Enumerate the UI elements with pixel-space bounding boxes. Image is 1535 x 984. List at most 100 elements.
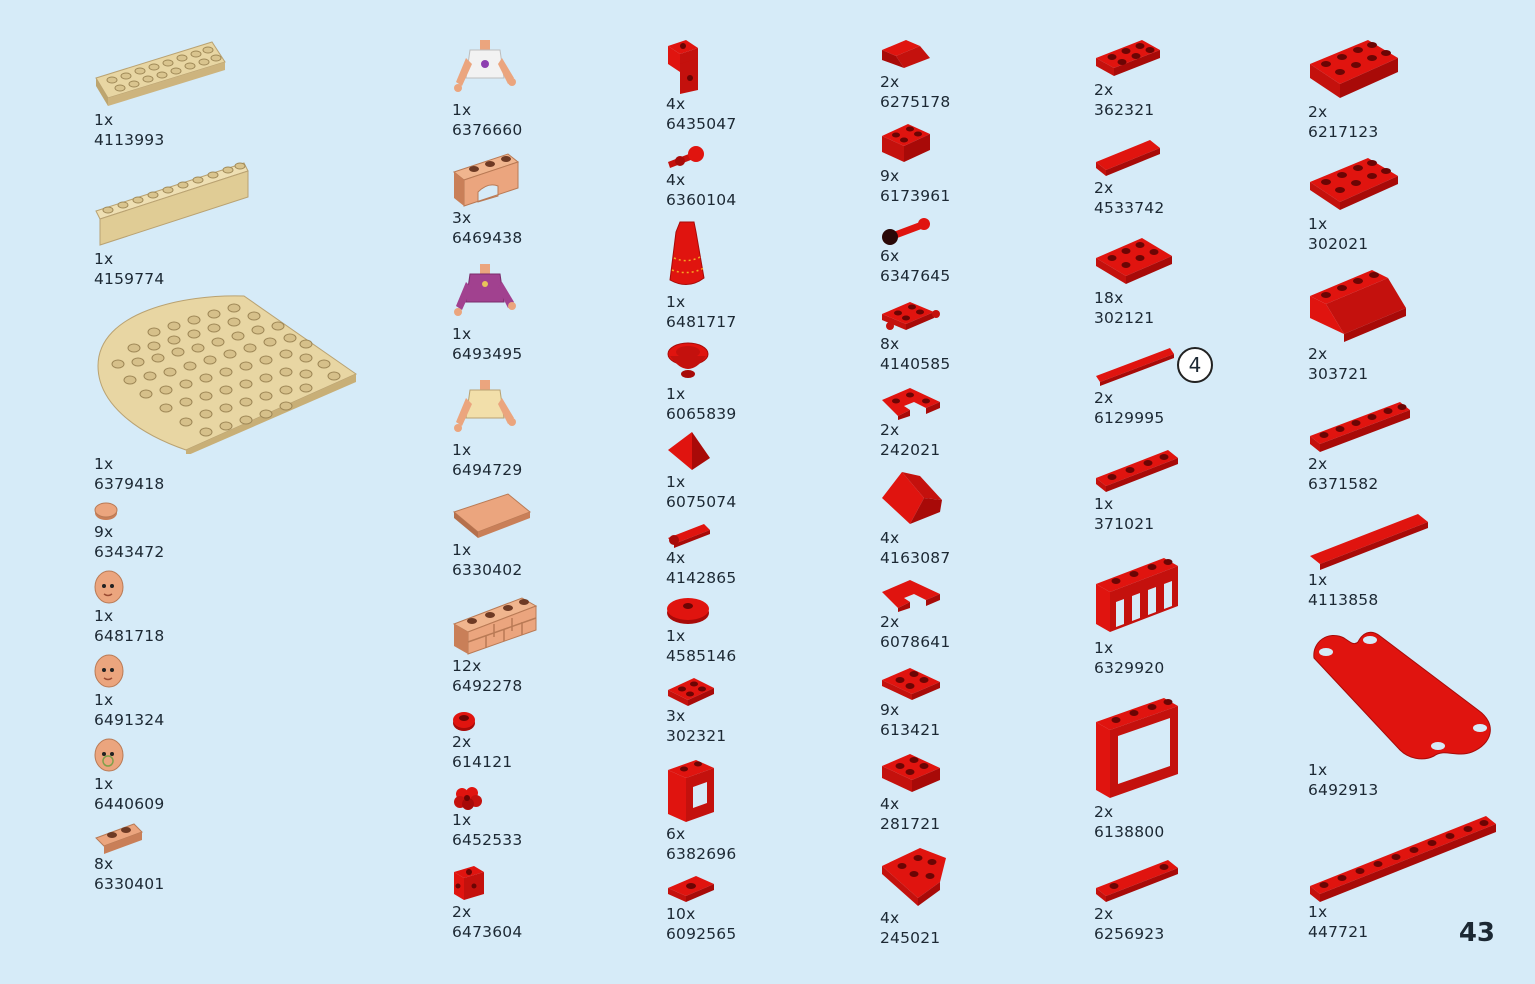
part-quantity: 3x <box>452 209 472 227</box>
part-item: 6x 6347645 <box>880 214 950 286</box>
red-studded-brick-icon <box>454 866 484 900</box>
part-quantity: 2x <box>1094 81 1114 99</box>
part-quantity: 1x <box>1308 215 1328 233</box>
red-window-1x4x3-icon <box>1096 698 1178 798</box>
part-quantity: 1x <box>1308 571 1328 589</box>
minidoll-torso-white-icon <box>454 40 516 92</box>
part-quantity: 2x <box>880 73 900 91</box>
part-quantity: 1x <box>666 385 686 403</box>
part-quantity: 2x <box>1094 389 1114 407</box>
red-plate-1x6-icon <box>1310 402 1410 452</box>
red-slope-icon <box>882 40 930 68</box>
part-number: 281721 <box>880 815 941 833</box>
part-quantity: 1x <box>1094 495 1114 513</box>
red-round-tile-icon <box>667 598 709 624</box>
red-round-plate-icon <box>453 712 475 731</box>
part-number: 6473604 <box>452 923 523 941</box>
part-item: 9x 6343472 <box>94 500 164 562</box>
part-number: 6492913 <box>1308 781 1379 799</box>
part-number: 6173961 <box>880 187 951 205</box>
part-quantity: 1x <box>666 627 686 645</box>
red-round-dish-icon <box>667 342 709 378</box>
part-number: 6343472 <box>94 543 165 561</box>
part-quantity: 1x <box>94 691 114 709</box>
red-corner-tile-icon <box>882 580 940 612</box>
part-quantity: 1x <box>1094 639 1114 657</box>
red-tile-1x8-icon <box>1310 514 1428 570</box>
part-number: 6092565 <box>666 925 737 943</box>
red-bar-pin-icon <box>668 146 704 168</box>
red-jumper-plate-icon <box>668 876 714 902</box>
nougat-plate-1x2-icon <box>95 823 143 854</box>
part-quantity: 2x <box>880 613 900 631</box>
part-number: 6435047 <box>666 115 737 133</box>
part-number: 362321 <box>1094 101 1155 119</box>
red-plate-2x4-icon <box>1310 158 1398 210</box>
red-plate-2x2-icon <box>882 124 930 162</box>
part-quantity: 3x <box>666 707 686 725</box>
part-quantity: 1x <box>94 455 114 473</box>
red-tile-1x4-icon <box>1096 140 1160 176</box>
part-quantity: 9x <box>94 523 114 541</box>
part-number: 302121 <box>1094 309 1155 327</box>
part-number: 6347645 <box>880 267 951 285</box>
part-number: 4140585 <box>880 355 951 373</box>
part-item: 3x 302321 <box>666 676 726 746</box>
part-quantity: 2x <box>452 903 472 921</box>
red-pyramid-icon <box>668 432 710 470</box>
part-quantity: 6x <box>666 825 686 843</box>
part-quantity: 1x <box>94 775 114 793</box>
minidoll-torso-purple-icon <box>454 264 516 316</box>
part-number: 6379418 <box>94 475 165 493</box>
part-quantity: 9x <box>880 701 900 719</box>
red-bracket-icon <box>668 40 698 94</box>
part-number: 6075074 <box>666 493 737 511</box>
part-number: 371021 <box>1094 515 1155 533</box>
part-item: 1x 6379418 <box>94 292 358 494</box>
part-quantity: 2x <box>1094 905 1114 923</box>
part-number: 6138800 <box>1094 823 1165 841</box>
minidoll-head-icon <box>94 654 124 688</box>
page-number: 43 <box>1458 918 1495 948</box>
part-quantity: 2x <box>1308 345 1328 363</box>
tan-brick-1x10-icon <box>95 162 249 246</box>
part-number: 242021 <box>880 441 941 459</box>
part-number: 6129995 <box>1094 409 1165 427</box>
red-plate-2x3-icon <box>1096 40 1160 76</box>
part-number: 4159774 <box>94 270 165 288</box>
red-skirt-icon <box>669 221 705 285</box>
part-number: 6481717 <box>666 313 737 331</box>
part-number: 6481718 <box>94 627 165 645</box>
red-plate-2x2-icon <box>882 668 940 700</box>
red-roof-slope-icon <box>882 472 942 524</box>
red-plate-2x2-icon <box>882 754 940 792</box>
part-quantity: 6x <box>880 247 900 265</box>
tan-plate-2x8-icon <box>95 41 226 106</box>
part-quantity: 1x <box>1308 903 1328 921</box>
part-number: 302321 <box>666 727 727 745</box>
part-quantity: 2x <box>1094 179 1114 197</box>
